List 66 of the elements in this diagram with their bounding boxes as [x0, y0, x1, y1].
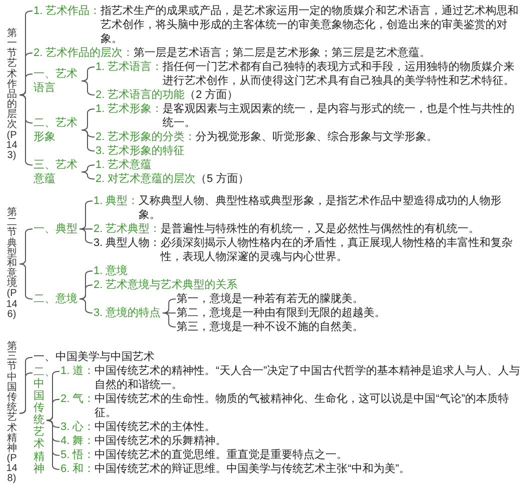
section-title: 第二节典型和意境(P146)	[6, 208, 18, 320]
heading: 二、意境	[34, 292, 78, 306]
heading: 三、艺术意蕴	[34, 158, 80, 186]
heading: 第三，意境是一种不设不施的自然美。	[176, 320, 521, 334]
item-text: （2 方面）	[184, 88, 239, 102]
heading: 一、艺术语言	[34, 67, 80, 95]
heading: 3. 艺术形象的特征	[96, 144, 521, 158]
item-text: （5 方面）	[196, 172, 250, 186]
item-text: 指艺术生产的成果或产品，是艺术家运用一定的物质媒介和艺术语言，通过艺术构思和艺术创作，将头脑中形成的主客体统一的审美意象物态化，创造出来的审美鉴赏的对象。	[100, 4, 520, 46]
item-text: 必须深刻揭示人物性格内在的矛盾性，真正展现人物性格的丰富性和复杂性，表现人物深邃的灵魂与内心世界。	[160, 236, 514, 264]
item-heading: 2. 气：	[60, 392, 95, 407]
item-heading: 1. 艺术语言：	[96, 60, 163, 75]
brace-connector	[46, 398, 60, 421]
brace-connector	[19, 372, 33, 414]
brace-connector	[81, 130, 95, 152]
brace-connector	[79, 228, 93, 244]
brace-connector	[162, 298, 176, 314]
item-heading: 6. 和：	[60, 462, 95, 476]
brace-connector	[81, 80, 95, 96]
item-text: 分为视觉形象、听觉形象、综合形象与文学形象。	[196, 130, 439, 144]
item-text: 中国传统艺术的精神性。“天人合一”决定了中国古代哲学的基本精神是追求人与人、人与自然的和谐统一。	[94, 364, 521, 392]
heading: 1. 艺术意蕴	[96, 158, 521, 172]
item-heading: 2. 艺术语言的功能	[96, 88, 185, 102]
brace-connector	[162, 312, 176, 328]
heading: 二、艺术形象	[34, 116, 80, 144]
heading: 3. 意境的特点	[94, 306, 161, 320]
heading: 2. 艺术意境与艺术典型的关系	[94, 278, 521, 292]
item-heading: 2. 艺术作品的层次：	[34, 46, 134, 60]
section-title: 第三节中国传统艺术精神(P148)	[6, 342, 18, 485]
item-text: 中国传统艺术的直觉思维。重直觉是重要特点之一。	[94, 448, 349, 462]
brace-connector	[81, 66, 95, 82]
brace-connector	[79, 298, 93, 314]
item-heading: 4. 舞：	[60, 434, 95, 448]
brace-connector	[81, 130, 95, 138]
section-title: 第一节艺术作品的层次(P143)	[6, 28, 18, 162]
brace-connector	[81, 172, 95, 180]
item-heading: 1. 艺术作品：	[34, 4, 101, 19]
item-text: 指任何一门艺术都有自己独特的表现方式和手段，运用独特的物质媒介来进行艺术创作，从而使得这门艺术具有自己独具的美学特性和艺术特征。	[162, 60, 516, 88]
item-heading: 1. 道：	[60, 364, 95, 380]
item-heading: 1. 艺术形象：	[96, 102, 163, 116]
item-text: 中国传统艺术的乐舞精神。	[94, 434, 228, 448]
brace-connector	[46, 420, 60, 470]
brace-connector	[81, 108, 95, 130]
heading: 1. 意境	[94, 264, 521, 278]
item-text: 第一层是艺术语言；第二层是艺术形象；第三层是艺术意蕴。	[134, 46, 432, 60]
brace-connector	[81, 164, 95, 172]
heading: 一、典型	[34, 222, 78, 236]
item-heading: 3. 典型人物：	[94, 237, 161, 251]
heading: 第二，意境是一种由有限到无限的超越美。	[176, 306, 521, 320]
item-heading: 2. 对艺术意蕴的层次	[96, 172, 196, 186]
item-heading: 3. 心：	[60, 420, 95, 434]
brace-connector	[79, 284, 93, 300]
item-heading: 2. 艺术形象的分类：	[96, 130, 196, 144]
heading: 第一，意境是一种若有若无的朦胧美。	[176, 292, 521, 306]
item-text: 又称典型人物、典型性格或典型形象，是指艺术作品中塑造得成功的人物形象。	[138, 194, 503, 222]
item-text: 是普遍性与特殊性的有机统一，又是必然性与偶然性的有机统一。	[160, 222, 481, 236]
item-text: 中国传统艺术的生命性。物质的气被精神化、生命化，这可以说是中国“气论”的本质特征。	[94, 392, 510, 420]
item-heading: 2. 艺术典型：	[94, 222, 161, 236]
item-text: 中国传统艺术的主体性。	[94, 420, 217, 434]
item-heading: 1. 典型：	[94, 194, 139, 209]
brace-connector	[19, 74, 33, 96]
item-text: 是客观因素与主观因素的统一，是内容与形式的统一，也是个性与共性的统一。	[162, 102, 516, 130]
item-text: 中国传统艺术的辩证思维。中国美学与传统艺术主张“中和为美”。	[94, 462, 412, 476]
item-heading: 5. 悟：	[60, 448, 95, 462]
brace-connector	[79, 228, 93, 230]
heading: 一、中国美学与中国艺术	[34, 350, 521, 364]
